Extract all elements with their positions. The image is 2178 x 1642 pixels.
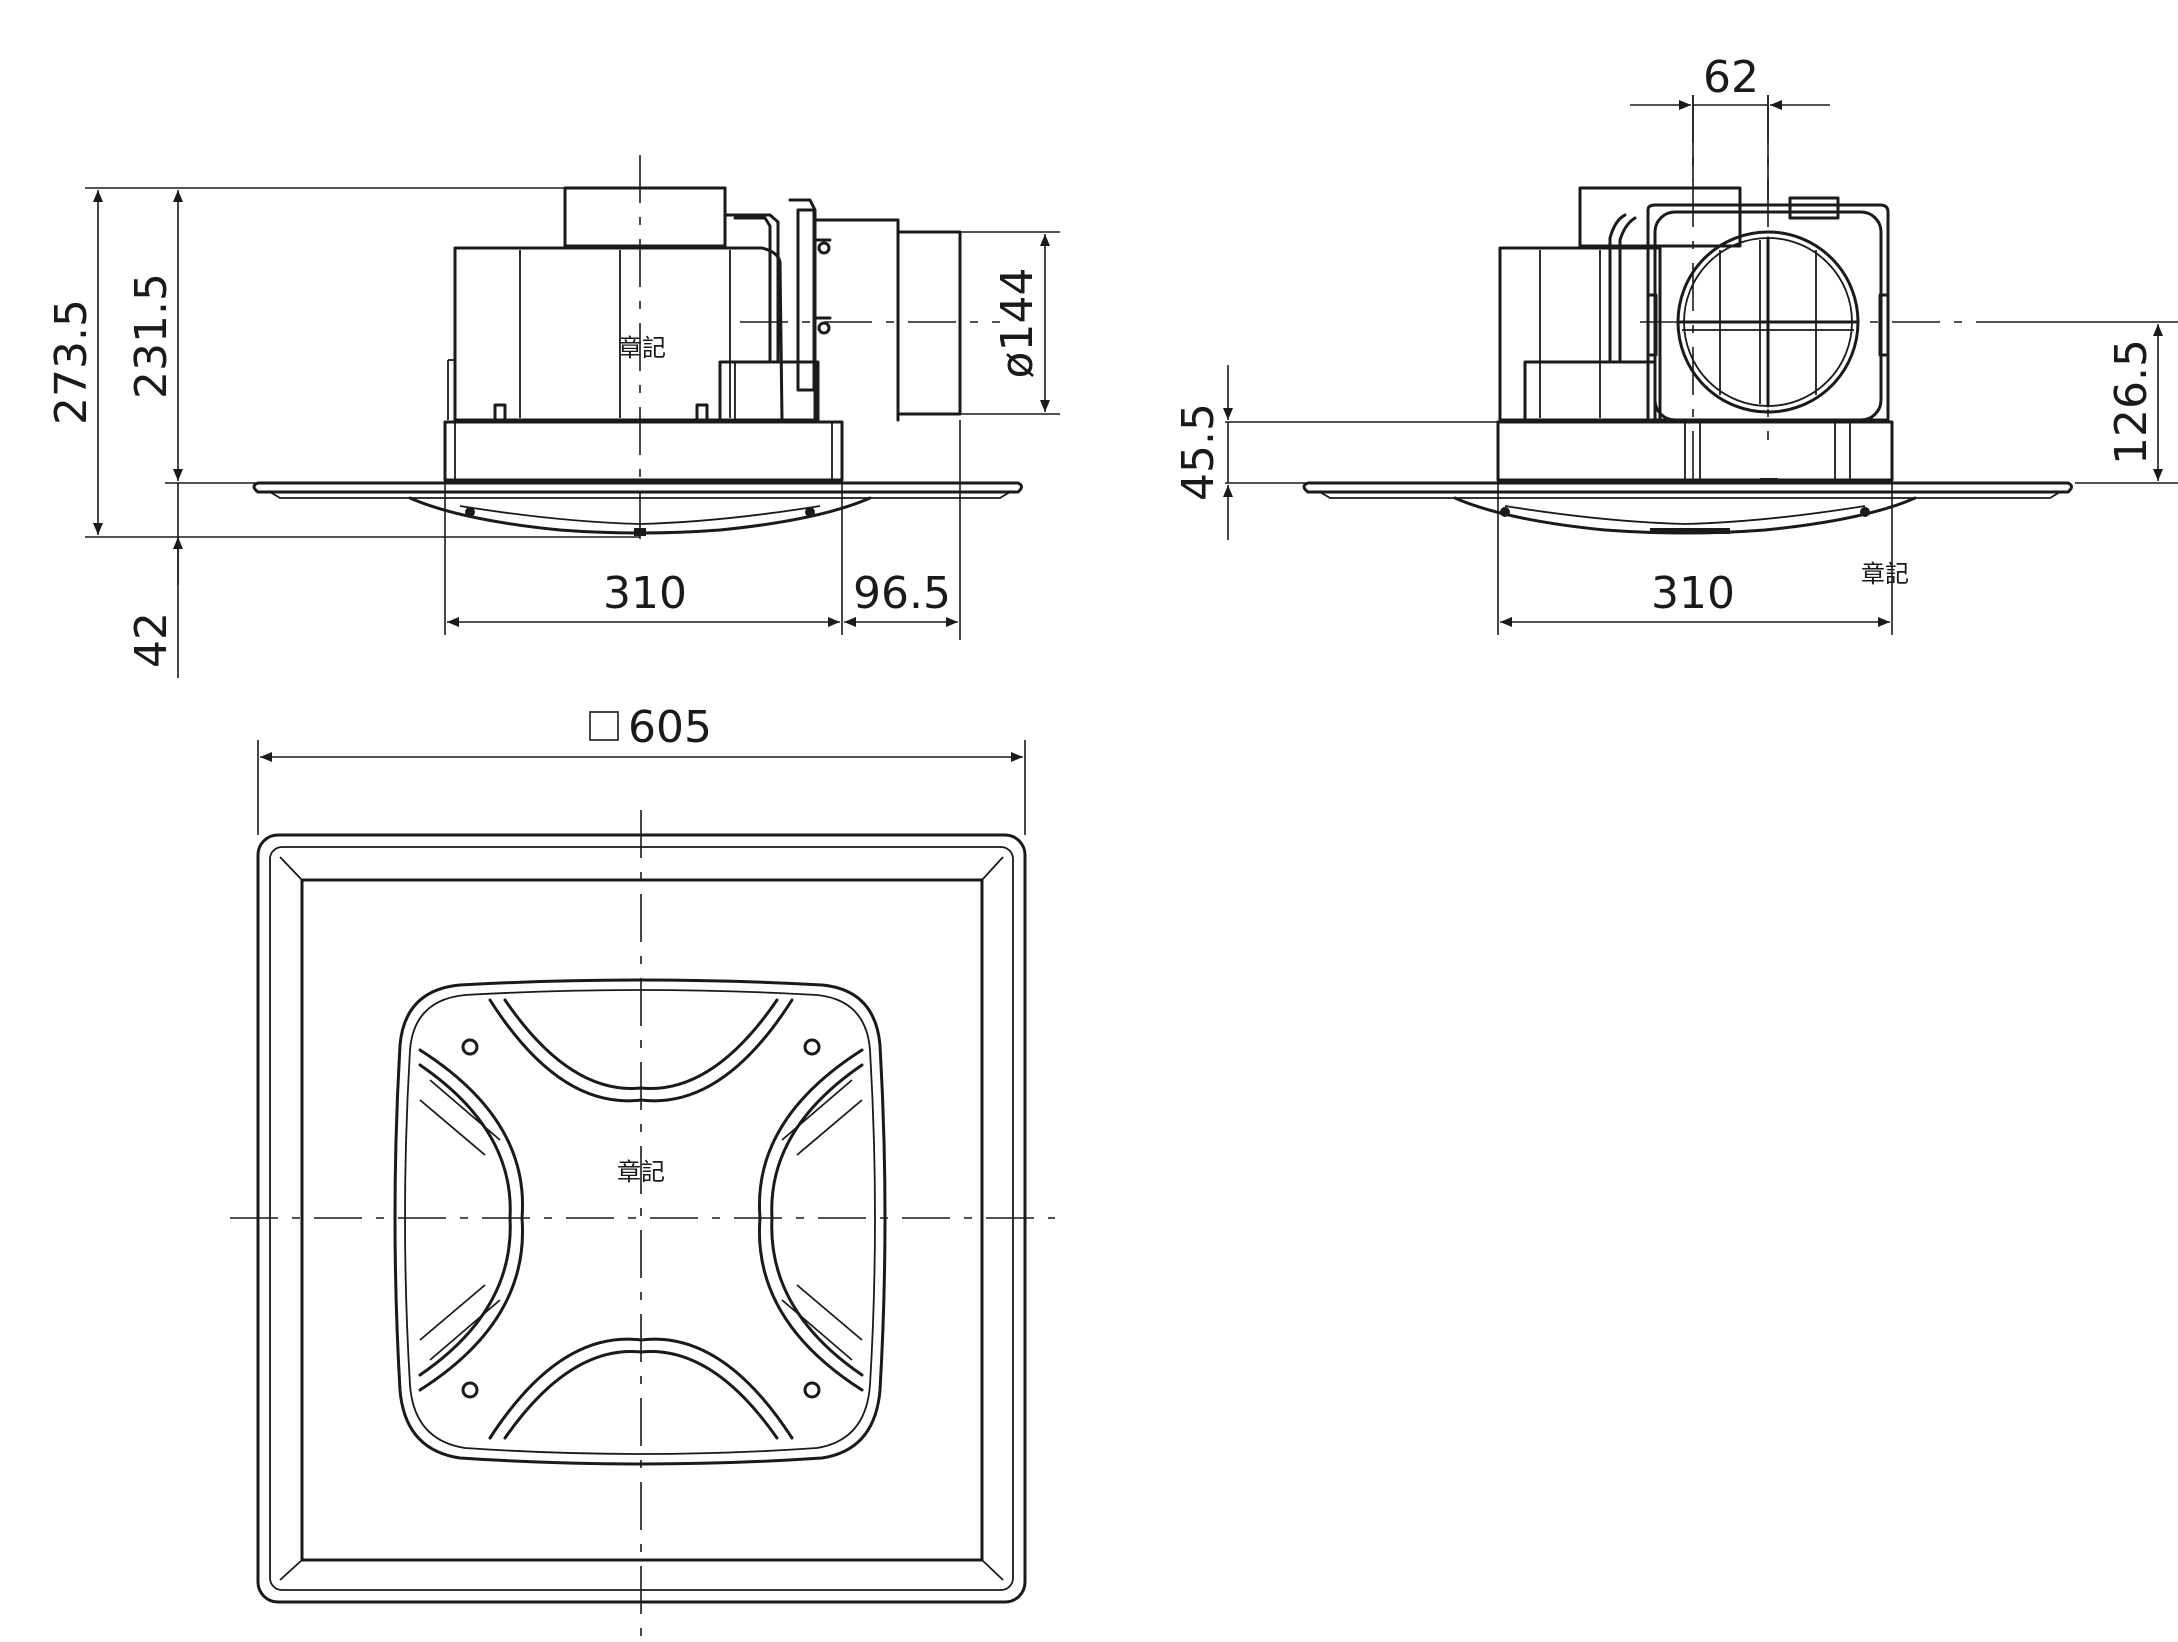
side-view-mark: 章記 [1861, 560, 1909, 588]
front-view-dimensions: 273.5 231.5 42 310 96.5 ø144 章記 [46, 187, 1060, 678]
side-view-dimensions: 62 45.5 126.5 310 章記 [1173, 52, 2178, 635]
dim-height-grille: 42 [126, 612, 177, 668]
dim-height-side-1: 45.5 [1173, 403, 1224, 501]
dim-height-total: 273.5 [46, 299, 97, 425]
dim-width-body-side: 310 [1651, 568, 1735, 619]
front-view-mark: 章記 [618, 334, 666, 362]
front-view [252, 155, 1023, 545]
dim-duct-offset: 96.5 [853, 568, 951, 619]
dim-panel-size: 605 [628, 702, 712, 753]
dim-width-body-front: 310 [603, 568, 687, 619]
dim-duct-spacing: 62 [1703, 52, 1759, 103]
dim-height-body: 231.5 [126, 273, 177, 399]
plan-view: 605 章記 [230, 702, 1055, 1642]
dim-height-side-2: 126.5 [2106, 339, 2157, 465]
side-view [1302, 95, 2073, 535]
plan-view-mark: 章記 [617, 1158, 665, 1186]
dim-duct-diameter: ø144 [992, 268, 1043, 379]
